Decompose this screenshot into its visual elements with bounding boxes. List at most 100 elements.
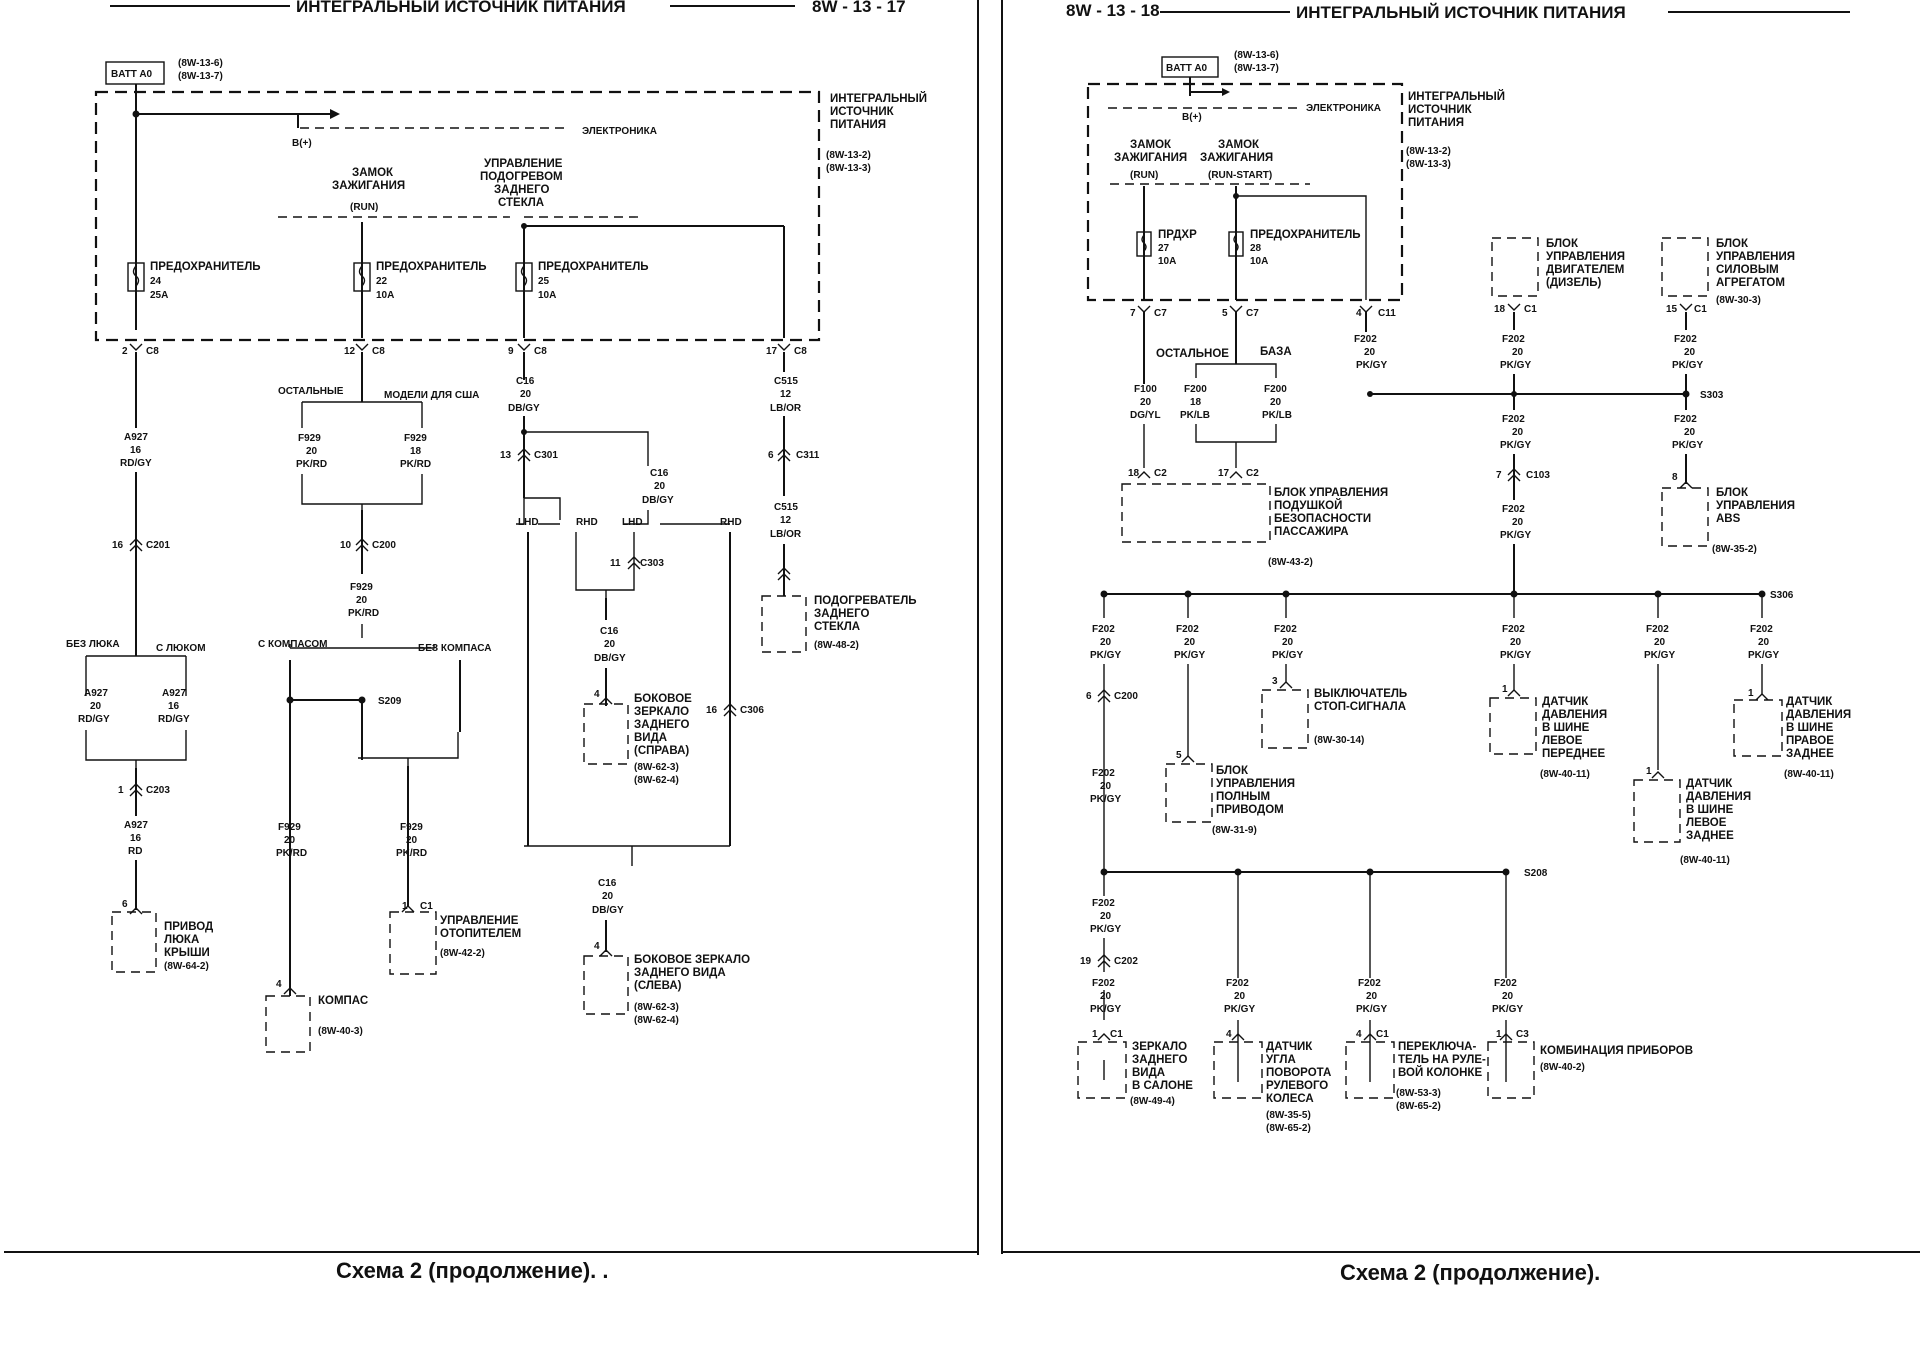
connector-id: C1	[1694, 304, 1707, 315]
option-label: МОДЕЛИ ДЛЯ США	[384, 390, 479, 401]
right-page: 8W - 13 - 18 ИНТЕГРАЛЬНЫЙ ИСТОЧНИК ПИТАН…	[1001, 0, 1920, 1285]
component-ref: (8W-43-2)	[1268, 557, 1313, 568]
batt-ref: (8W-13-7)	[178, 71, 223, 82]
switch-label: ЗАЖИГАНИЯ	[332, 180, 405, 192]
connector-id: C1	[1524, 304, 1537, 315]
component-ref: (8W-35-2)	[1712, 544, 1757, 555]
powertrain-control-module	[1661, 237, 1709, 297]
wire-gauge: 20	[1100, 781, 1112, 792]
tire-pressure-sensor-rr	[1733, 699, 1783, 757]
wire-gauge: 20	[1512, 517, 1524, 528]
fuse-label: ПРЕДОХРАНИТЕЛЬ	[538, 261, 649, 273]
connector-id: C8	[372, 346, 385, 357]
component-label: УПРАВЛЕНИЯ	[1716, 500, 1795, 512]
module-ref: (8W-13-3)	[1406, 159, 1451, 170]
wire-color: DG/YL	[1130, 410, 1161, 421]
component-ref: (8W-65-2)	[1396, 1101, 1441, 1112]
connector-id: C8	[534, 346, 547, 357]
component-label: СИЛОВЫМ	[1716, 264, 1779, 276]
wire-id: C16	[650, 468, 669, 479]
component-ref: (8W-35-5)	[1266, 1110, 1311, 1121]
connector-id: C1	[1110, 1029, 1123, 1040]
steering-column-switch	[1345, 1041, 1395, 1099]
wire-color: PK/GY	[1644, 650, 1675, 661]
connector-id: C3	[1516, 1029, 1529, 1040]
component-label: ЗЕРКАЛО	[1132, 1041, 1187, 1053]
right-caption: Схема 2 (продолжение).	[1340, 1260, 1600, 1285]
wire-gauge: 20	[1100, 911, 1112, 922]
option-label: БЕЗ КОМПАСА	[418, 643, 491, 654]
component-label: ОТОПИТЕЛЕМ	[440, 928, 521, 940]
pin-number: 1	[1092, 1029, 1098, 1040]
component-label: БЕЗОПАСНОСТИ	[1274, 513, 1371, 525]
fuse-amp: 10A	[538, 290, 556, 301]
module-title: ИНТЕГРАЛЬНЫЙ	[1408, 90, 1505, 103]
wire-color: RD/GY	[120, 458, 152, 469]
option-label: БАЗА	[1260, 346, 1292, 358]
wire-id: F202	[1092, 898, 1115, 909]
wire-id: F202	[1502, 414, 1525, 425]
wire-color: RD	[128, 846, 142, 857]
right-header-title: ИНТЕГРАЛЬНЫЙ ИСТОЧНИК ПИТАНИЯ	[1296, 3, 1626, 22]
pin-number: 17	[1218, 468, 1230, 479]
component-label: БЛОК	[1546, 238, 1579, 250]
left-page-number: 8W - 13 - 17	[812, 0, 906, 16]
fuse-amp: 10A	[1158, 256, 1176, 267]
s306-branch-labels: F202 20 PK/GY F202 20 PK/GY F202 20 PK/G…	[1090, 624, 1779, 661]
wire-id: A927	[84, 688, 108, 699]
connector-id: C1	[420, 901, 433, 912]
wire-gauge: 20	[1100, 991, 1112, 1002]
wire-gauge: 12	[780, 389, 792, 400]
component-label: БЛОК	[1716, 238, 1749, 250]
component-label: БЛОК	[1216, 765, 1249, 777]
wire-color: DB/GY	[508, 403, 540, 414]
switch-label: ПОДОГРЕВОМ	[480, 171, 563, 183]
pin-number: 11	[610, 558, 621, 569]
component-label: ДАТЧИК	[1786, 696, 1833, 708]
switch-label: СТЕКЛА	[498, 197, 544, 209]
wire-gauge: 16	[130, 833, 142, 844]
wire-color: RD/GY	[78, 714, 110, 725]
pin-number: 6	[122, 899, 128, 910]
component-ref: (8W-40-11)	[1784, 769, 1834, 780]
wire-id: F100	[1134, 384, 1157, 395]
splice-id: S208	[1524, 868, 1548, 879]
option-label: ОСТАЛЬНЫЕ	[278, 386, 344, 397]
component-ref: (8W-40-2)	[1540, 1062, 1585, 1073]
wire-color: LB/OR	[770, 529, 802, 540]
wire-id: F202	[1358, 978, 1381, 989]
component-label: БЛОК УПРАВЛЕНИЯ	[1274, 487, 1388, 499]
wire-gauge: 20	[1282, 637, 1294, 648]
fuse-num: 22	[376, 276, 388, 287]
compass	[265, 995, 311, 1053]
pin-number: 4	[1356, 308, 1362, 319]
connector-id: C103	[1526, 470, 1550, 481]
fuse-27	[1136, 231, 1152, 257]
connector-id: C311	[796, 450, 820, 461]
pin-number: 4	[1356, 1029, 1362, 1040]
instrument-cluster	[1487, 1041, 1535, 1099]
component-label: ПОВОРОТА	[1266, 1067, 1331, 1079]
component-label: ЗАДНЕЕ	[1686, 830, 1734, 842]
component-label: ЗАДНЕГО	[814, 608, 869, 620]
component-label: БОКОВОЕ	[634, 693, 692, 705]
component-ref: (8W-62-3)	[634, 1002, 679, 1013]
component-label: СТЕКЛА	[814, 621, 860, 633]
component-label: БЛОК	[1716, 487, 1749, 499]
splice-id: S306	[1770, 590, 1794, 601]
option-label: С КОМПАСОМ	[258, 639, 327, 650]
component-label: ЗАДНЕГО	[634, 719, 689, 731]
component-ref: (8W-40-11)	[1680, 855, 1730, 866]
component-label: УПРАВЛЕНИЕ	[440, 915, 519, 927]
rear-window-heater	[761, 595, 807, 653]
wire-color: PK/GY	[1356, 1004, 1387, 1015]
component-ref: (8W-62-4)	[634, 775, 679, 786]
wire-color: PK/RD	[396, 848, 427, 859]
component-ref: (8W-30-14)	[1314, 735, 1364, 746]
fuse-24	[127, 262, 145, 292]
connector-id: C1	[1376, 1029, 1389, 1040]
pin-number: 5	[1176, 750, 1182, 761]
heater-control	[389, 911, 437, 975]
switch-label: ЗАМОК	[1218, 139, 1260, 151]
pin-number: 4	[594, 941, 600, 952]
